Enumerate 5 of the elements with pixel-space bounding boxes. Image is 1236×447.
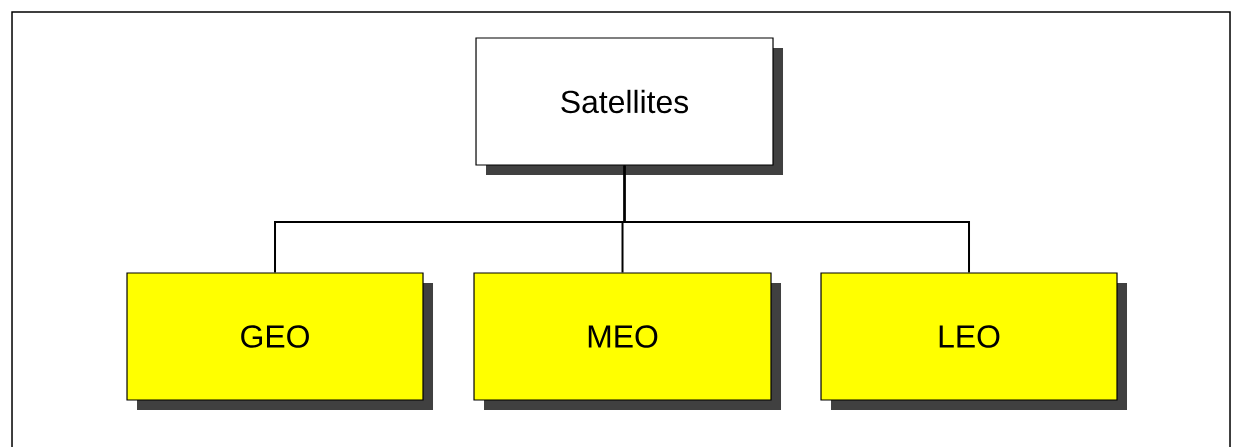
process-box: Satellites (475, 37, 783, 175)
process-box: MEO (473, 272, 781, 410)
process-box: GEO (126, 272, 433, 410)
process-box: LEO (820, 272, 1127, 410)
connector-line (623, 164, 970, 274)
